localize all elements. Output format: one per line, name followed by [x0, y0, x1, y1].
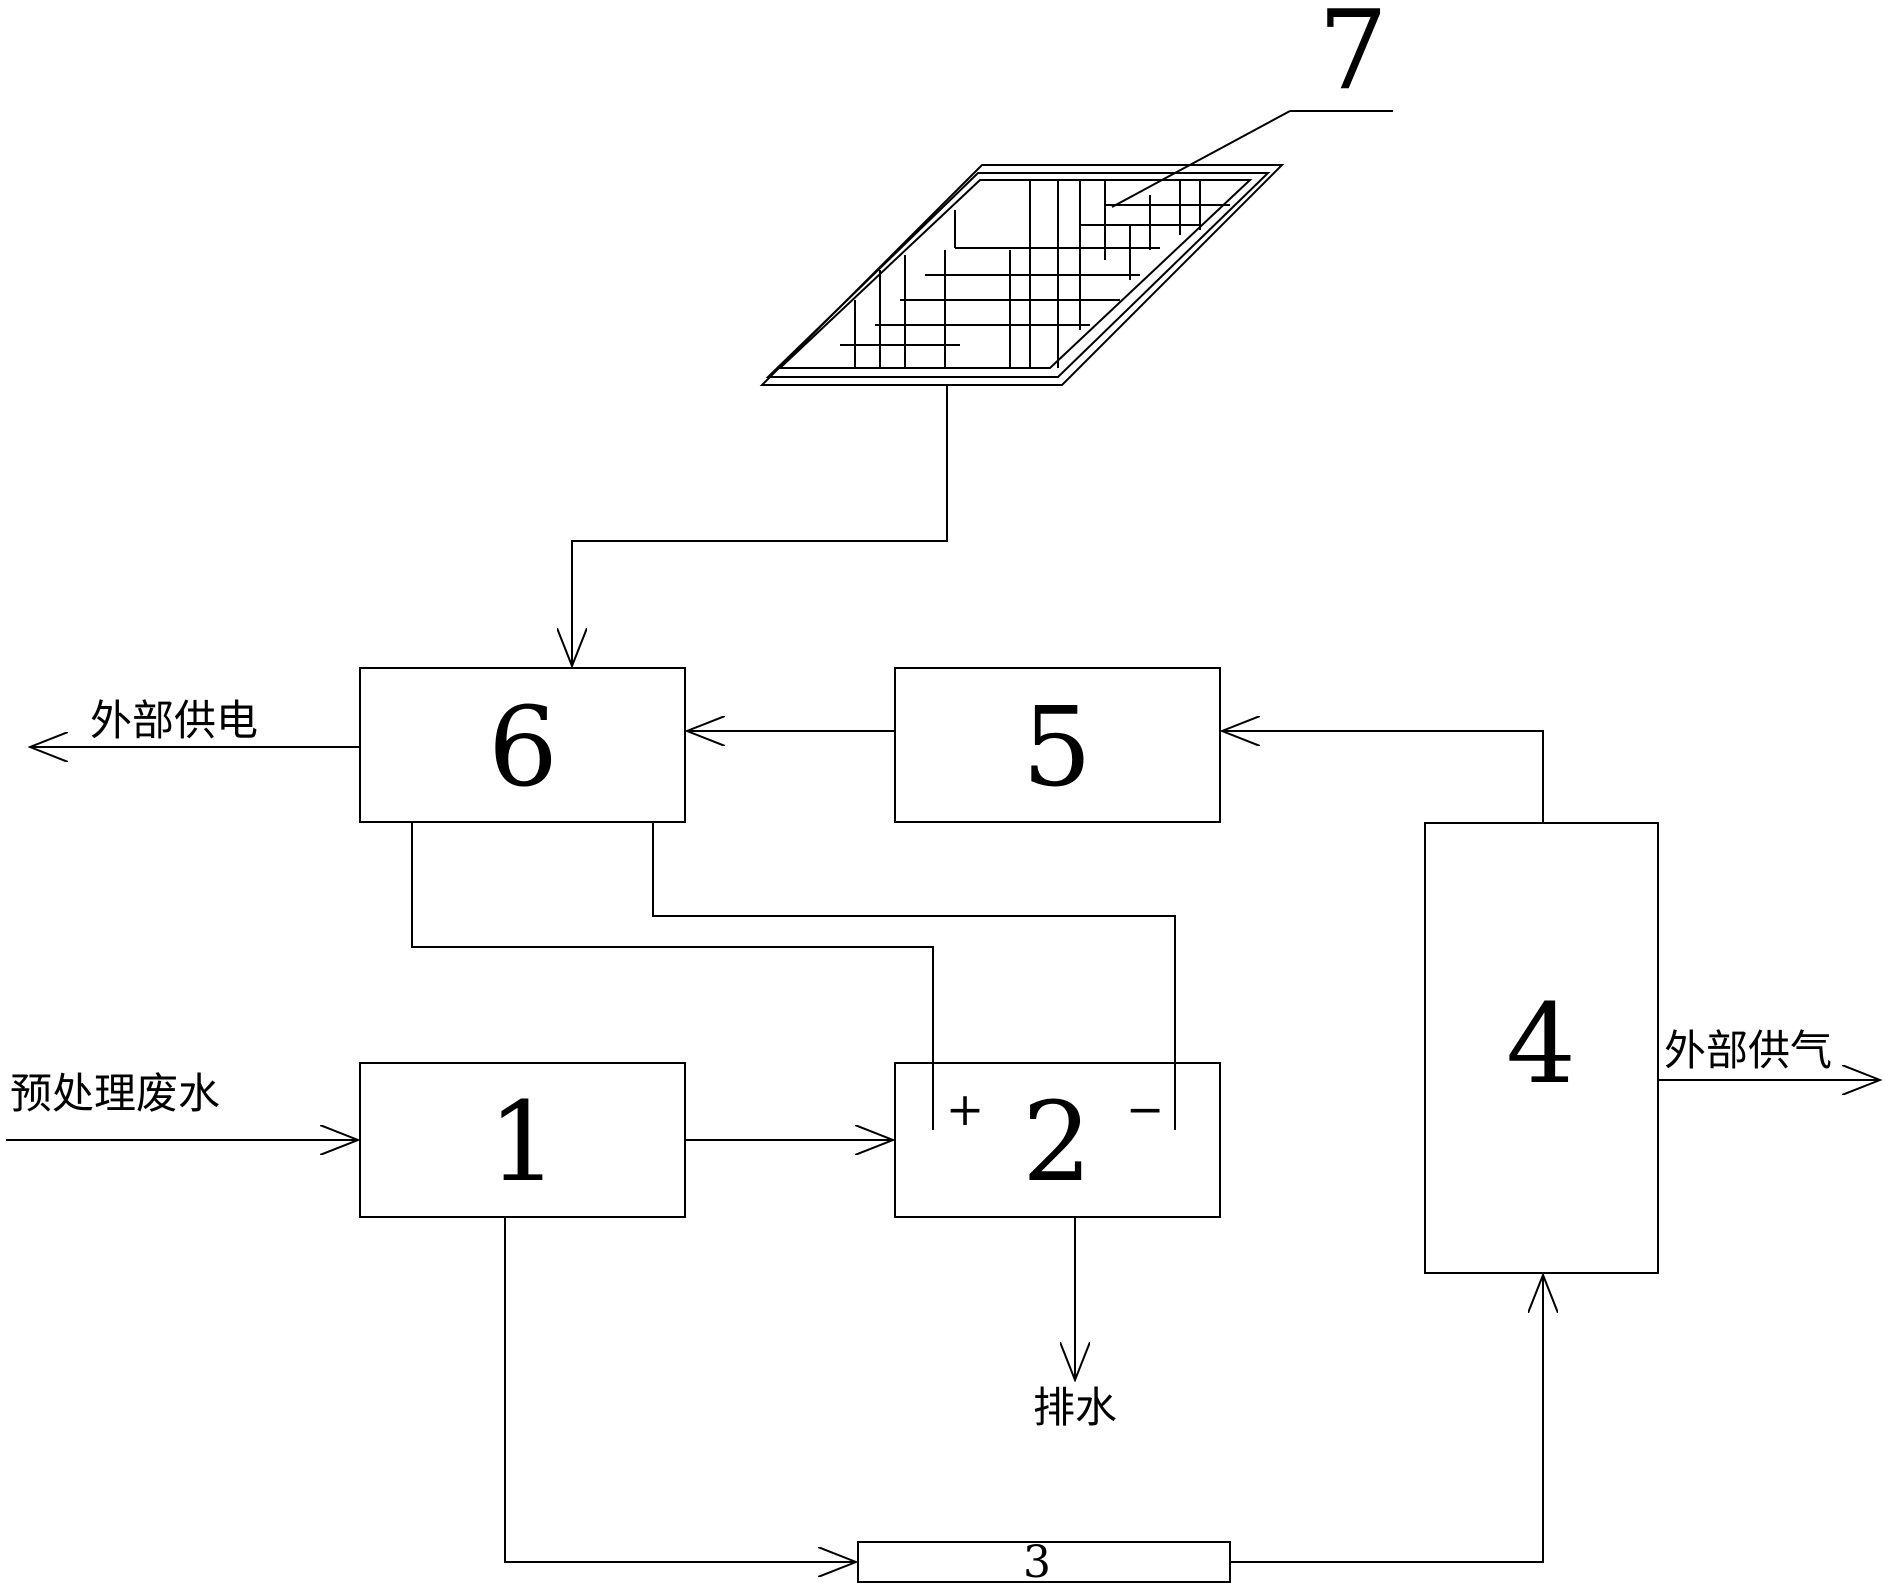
solar-to-6-line: [572, 385, 948, 666]
input-label: 预处理废水: [10, 1069, 220, 1118]
unit-4-box: [1424, 822, 1659, 1274]
unit-6-label: 6: [488, 683, 558, 811]
external-gas-label: 外部供气: [1664, 1026, 1832, 1075]
external-power-label: 外部供电: [90, 696, 258, 745]
unit-1-box: [359, 1062, 686, 1218]
unit-7-label: 7: [1318, 0, 1388, 114]
unit-4-label: 4: [1506, 980, 1576, 1108]
1-to-3-line: [504, 1217, 856, 1562]
6-to-2-anode-wire: [411, 822, 934, 1130]
unit-1-label: 1: [488, 1078, 558, 1206]
unit-2-box: [894, 1062, 1221, 1218]
anode-plus-sign: +: [946, 1082, 985, 1136]
drain-label: 排水: [1033, 1383, 1117, 1432]
unit-5-label: 5: [1022, 683, 1092, 811]
cathode-minus-sign: −: [1126, 1082, 1165, 1136]
unit-5-box: [894, 667, 1221, 823]
unit-3-label: 3: [1023, 1537, 1051, 1583]
3-to-4-line: [1230, 1275, 1543, 1563]
unit-2-label: 2: [1022, 1078, 1092, 1206]
solar-panel-icon: [759, 110, 1393, 386]
6-to-2-cathode-wire: [652, 822, 1176, 1130]
4-to-5-line: [1222, 731, 1544, 823]
